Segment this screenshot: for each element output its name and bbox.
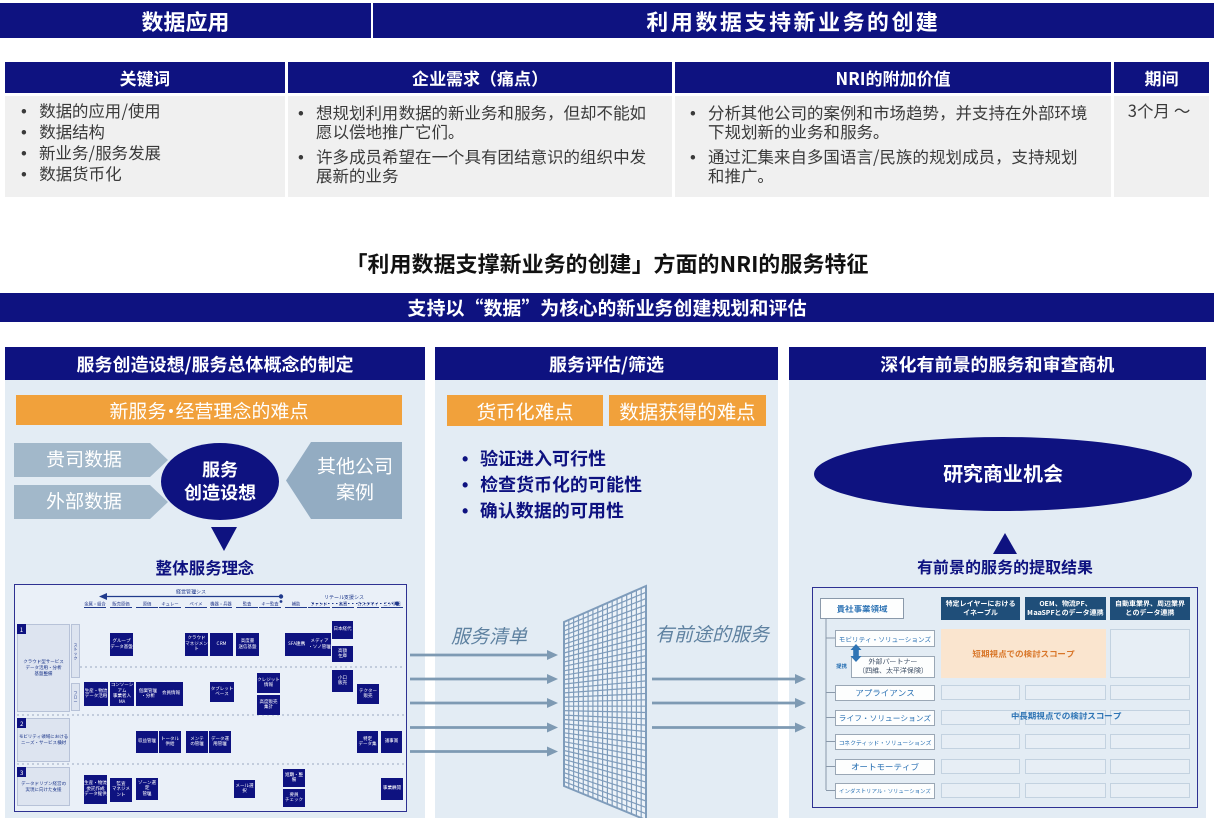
svg-text:服务: 服务 (202, 456, 238, 482)
svg-text:创造设想: 创造设想 (183, 479, 257, 505)
svg-text:ペイメ: ペイメ (190, 602, 203, 608)
svg-text:キュレー: キュレー (161, 602, 178, 608)
svg-text:外部数据: 外部数据 (46, 487, 122, 514)
svg-text:贵司数据: 贵司数据 (46, 445, 122, 472)
svg-text:監査: 監査 (243, 601, 252, 608)
svg-text:ニツ学田: ニツ学田 (383, 601, 400, 608)
svg-text:機器·兵器: 機器·兵器 (210, 601, 232, 608)
svg-text:研究商业机会: 研究商业机会 (943, 458, 1063, 487)
svg-text:高資: 高資 (339, 601, 348, 608)
svg-text:補助: 補助 (292, 601, 301, 608)
svg-text:案例: 案例 (336, 478, 374, 505)
svg-text:其他公司: 其他公司 (317, 452, 393, 479)
svg-text:原価: 原価 (143, 601, 152, 608)
svg-text:カスタマイ: カスタマイ (357, 602, 378, 608)
svg-text:金属·組合: 金属·組合 (84, 601, 106, 608)
svg-text:キー監査: キー監査 (261, 601, 279, 608)
svg-text:リテール支援シス: リテール支援シス (324, 594, 364, 601)
svg-text:経営管理シス: 経営管理シス (176, 589, 206, 596)
svg-text:販売原価: 販売原価 (112, 601, 130, 608)
svg-text:ファンド: ファンド (310, 602, 327, 608)
